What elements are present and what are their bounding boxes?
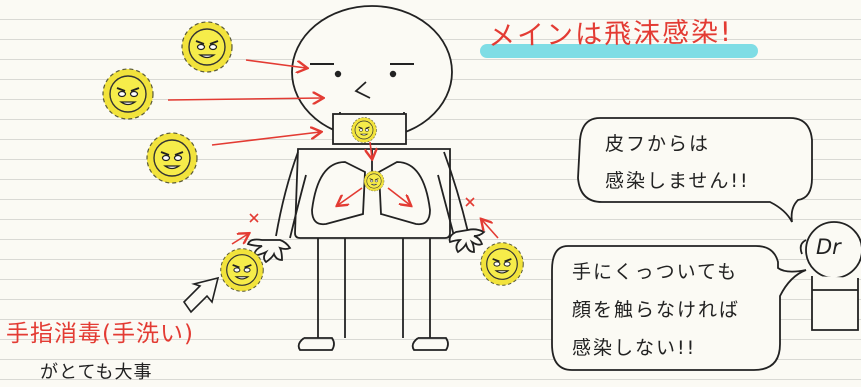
caption-hand-disinfection: 手指消毒(手洗い) <box>6 321 194 347</box>
pointer-arrow-icon <box>182 276 220 314</box>
speech-bubble-top-text: 皮フからは 感染しません!! <box>605 126 750 200</box>
bubble-line: 皮フからは <box>605 133 711 155</box>
cross-mark-icon <box>249 197 475 223</box>
speech-bubble-bottom-text: 手にくっついても 顔を触らなければ 感染しない!! <box>572 253 740 367</box>
bubble-line: 手にくっついても <box>572 261 739 283</box>
speech-bubble-bottom <box>551 245 807 371</box>
caption-importance: がとても大事 <box>40 362 153 383</box>
virus-icon <box>181 21 233 73</box>
page-title: メインは飛沫感染! <box>487 16 734 53</box>
doctor-label: Dr <box>816 235 841 259</box>
doctor-figure <box>799 221 861 331</box>
bubble-line: 感染しない!! <box>572 337 697 359</box>
bubble-line: 感染しません!! <box>605 170 750 192</box>
virus-icon <box>146 132 198 184</box>
arrow-icon <box>167 59 499 245</box>
title-highlight <box>480 44 758 58</box>
virus-icon <box>351 117 377 143</box>
virus-icon <box>219 247 265 293</box>
virus-icon <box>363 170 385 192</box>
virus-icon <box>102 68 154 120</box>
bubble-line: 顔を触らなければ <box>572 299 741 321</box>
speech-bubble-top <box>577 117 813 223</box>
virus-icon <box>479 241 525 287</box>
